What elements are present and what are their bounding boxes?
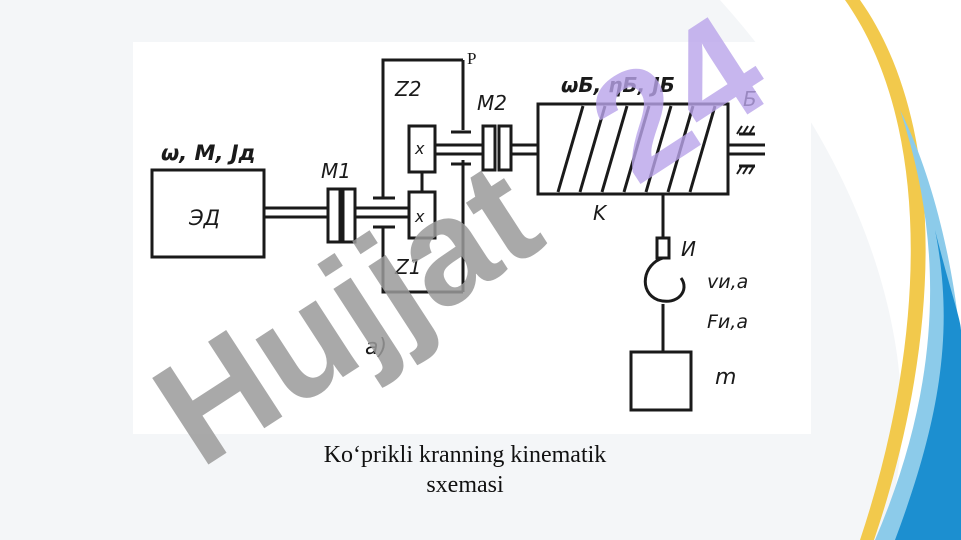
ground-hatch-top (736, 125, 755, 135)
drum-support-label: Б (743, 87, 757, 111)
hook-label: И (681, 237, 696, 261)
gear-z1-mark: x (414, 207, 425, 226)
hook-force-label: Fи,a (707, 311, 748, 333)
reducer-label: P (467, 49, 476, 68)
load-label: m (715, 365, 736, 390)
drum-label: K (593, 201, 608, 225)
coupling-m1-right (341, 187, 357, 244)
caption-line-2: sxemasi (426, 472, 504, 498)
slide-caption: Ko‘prikli kranning kinematik sxemasi (200, 440, 730, 500)
coupling-m1-label: M1 (321, 159, 351, 183)
ground-hatch-bottom (736, 165, 755, 175)
reducer-housing-left (381, 58, 463, 198)
gold-swoosh (845, 0, 926, 540)
blue-swoosh (895, 230, 961, 540)
gear-z2-label: Z2 (394, 77, 421, 101)
hook-block (655, 236, 671, 260)
caption-line-1: Ko‘prikli kranning kinematik (323, 442, 607, 468)
coupling-m2-left (481, 124, 497, 172)
drum-winding (556, 105, 717, 193)
load-box (629, 350, 693, 412)
gear-z2-mark: x (414, 139, 425, 158)
gear-z1-label: Z1 (394, 255, 421, 279)
motor-box (150, 168, 266, 259)
coupling-m2-right (497, 124, 513, 172)
drum (536, 102, 730, 196)
motor-label: ЭД (188, 206, 220, 230)
kinematic-diagram: ω, M, Jд ЭД M1 Z2 Z1 x x P M2 ωБ, ηБ, JБ… (133, 42, 811, 434)
coupling-m1-left (326, 187, 342, 244)
motor-params-label: ω, M, Jд (161, 141, 256, 165)
reducer-housing-bottom (381, 227, 463, 294)
hook-velocity-label: vи,a (707, 271, 748, 293)
subfigure-label: a) (365, 335, 387, 360)
drum-params-label: ωБ, ηБ, JБ (561, 73, 675, 97)
coupling-m2-label: M2 (477, 91, 507, 115)
hook (643, 256, 686, 303)
diagram-svg: ω, M, Jд ЭД M1 Z2 Z1 x x P M2 ωБ, ηБ, JБ… (150, 49, 765, 412)
